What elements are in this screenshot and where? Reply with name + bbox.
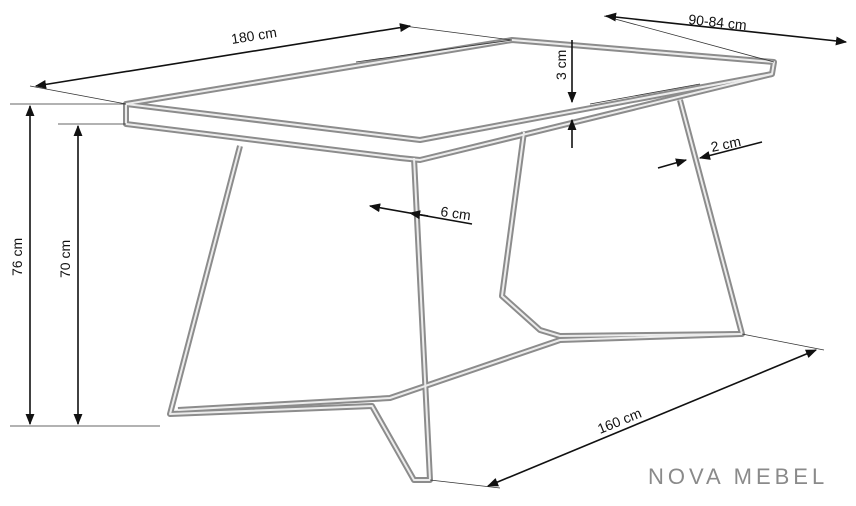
label-total-height: 76 cm — [9, 238, 25, 276]
dim-base-length-line — [486, 349, 818, 487]
brand-logo: NOVA MEBEL — [648, 464, 828, 489]
table-drawing — [123, 37, 777, 483]
label-width: 90-84 cm — [688, 11, 748, 33]
dimension-lines — [25, 12, 848, 487]
tabletop-top-face — [123, 37, 777, 143]
dimension-labels: 180 cm 90-84 cm 3 cm 2 cm 6 cm 76 cm 70 … — [9, 11, 747, 437]
front-brace — [177, 331, 741, 413]
dim-leg-thickness-line — [657, 158, 688, 169]
dim-width-line — [604, 12, 848, 46]
dim-length-line — [34, 23, 412, 89]
front-left-leg — [167, 145, 433, 483]
rear-leg — [499, 99, 745, 339]
table-outline — [123, 37, 777, 483]
label-leg-thickness: 2 cm — [709, 133, 742, 155]
dim-leg-thickness-line-b — [698, 141, 763, 160]
table-outline-inner — [125, 39, 775, 481]
label-top-thickness: 3 cm — [553, 50, 569, 80]
label-length: 180 cm — [230, 24, 278, 47]
label-leg-height: 70 cm — [57, 240, 73, 278]
dim-leg-width-line-b — [408, 210, 429, 220]
label-leg-width: 6 cm — [440, 203, 472, 223]
